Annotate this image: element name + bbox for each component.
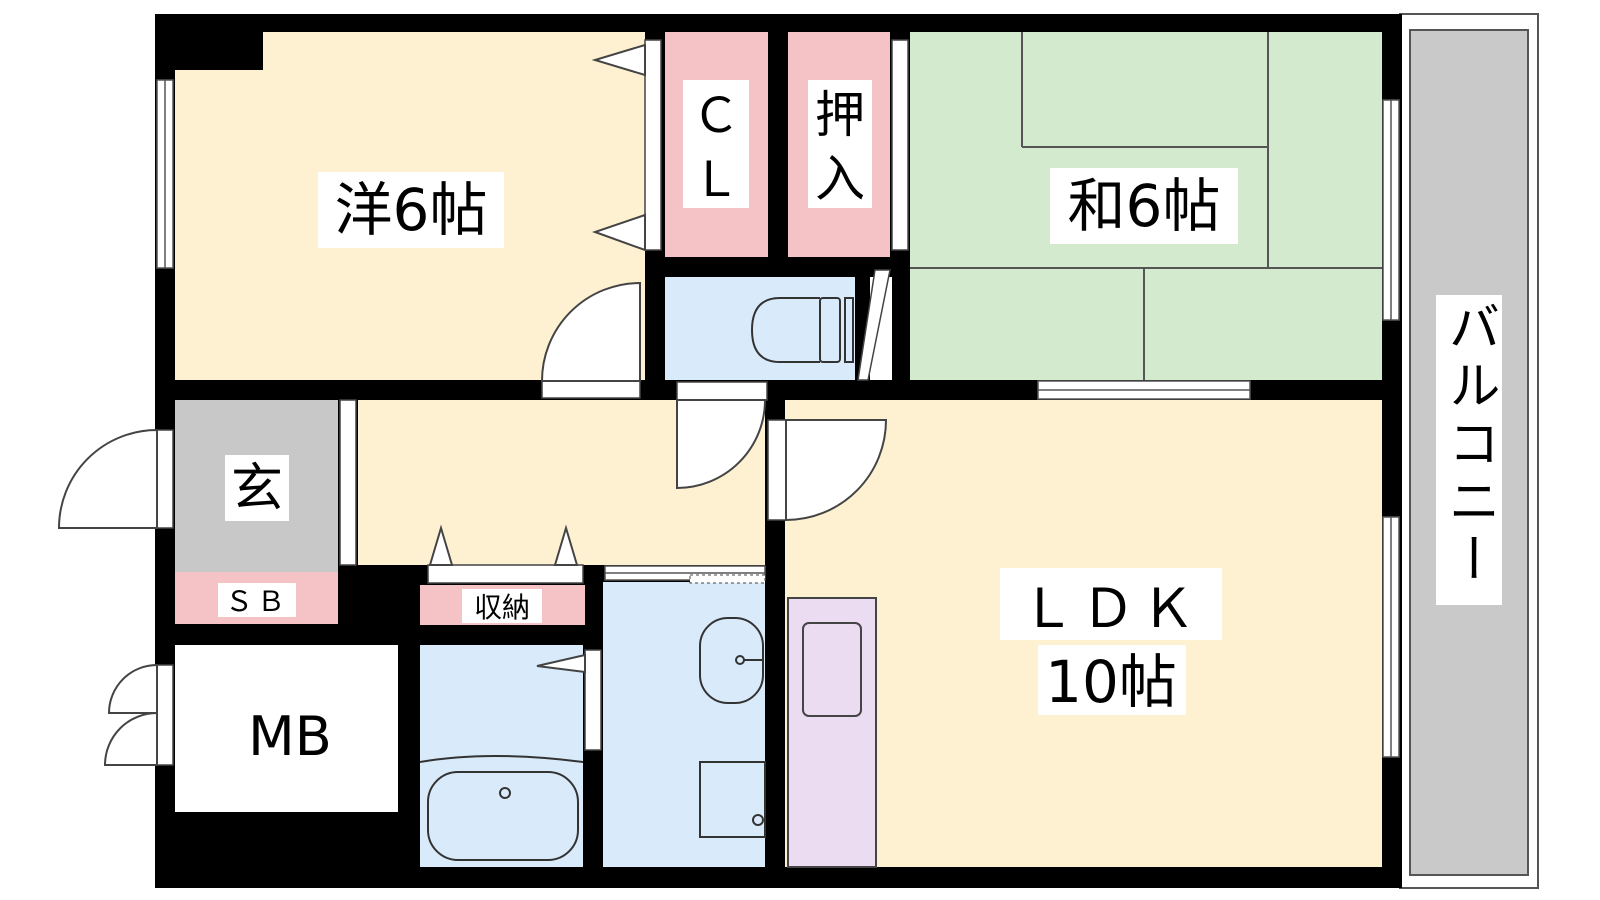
storage-label: 収納 [474, 591, 530, 624]
closet-label-top: Ｃ [692, 88, 740, 144]
ldk-label: ＬＤＫ [1021, 577, 1201, 640]
balcony-label-bg [1436, 295, 1502, 605]
washer-pan [699, 761, 766, 838]
balcony-label: バルコニー [1439, 300, 1499, 590]
western-room-label: 洋6帖 [335, 176, 488, 244]
ldk-size-label: 10帖 [1045, 648, 1177, 716]
closet-label-bg [683, 80, 749, 208]
japanese-room-label-bg [1050, 168, 1238, 244]
toilet-tank [819, 297, 841, 363]
japanese-room-label: 和6帖 [1068, 172, 1221, 240]
toilet-bowl [750, 297, 820, 363]
ldk-label-bg-1 [1000, 568, 1222, 640]
doors [57, 39, 909, 766]
closet-label-bottom: Ｌ [692, 152, 740, 208]
ldk-label-bg-2 [1038, 645, 1186, 715]
oshiire-label-top: 押 [815, 86, 865, 144]
genkan-label: 玄 [231, 459, 283, 519]
bathtub [427, 771, 579, 861]
kitchen-sink [802, 622, 862, 717]
tatami-lines [910, 32, 1382, 380]
fixtures [419, 297, 854, 861]
genkan-label-bg [225, 455, 289, 521]
bathtub-rim [419, 755, 584, 763]
shoe-box-label: ＳＢ [225, 585, 289, 618]
windows [156, 79, 1400, 758]
western-room-label-bg [318, 172, 504, 248]
wall-corner-block [175, 32, 263, 70]
meter-box-floor [175, 645, 398, 812]
oshiire-label-bottom: 入 [815, 150, 865, 208]
toilet-floor [665, 277, 855, 380]
washroom-floor [603, 582, 765, 867]
balcony [1399, 13, 1539, 889]
meter-box-label: MB [248, 705, 332, 768]
storage-label-bg [462, 589, 542, 623]
shoe-box-label-bg [218, 583, 296, 617]
oshiire-label-bg [808, 80, 872, 208]
